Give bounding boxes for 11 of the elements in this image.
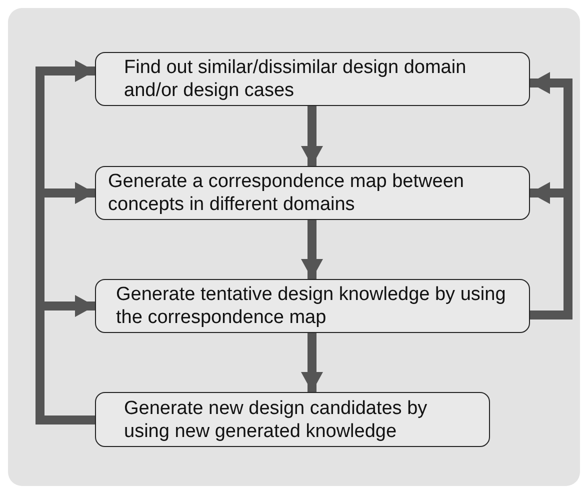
step-text: Generate new design candidates by using new generated knowledge bbox=[124, 396, 428, 442]
step-text: Generate a correspondence map between concepts in different domains bbox=[108, 170, 465, 216]
arrow bbox=[301, 106, 323, 166]
process-box bbox=[95, 52, 530, 106]
step-text: Generate tentative design knowledge by using the correspondence map bbox=[116, 283, 507, 329]
process-box bbox=[95, 166, 530, 220]
process-box bbox=[95, 279, 530, 333]
arrow bbox=[301, 220, 323, 279]
step-text: Find out similar/dissimilar design domain and/or design cases bbox=[124, 56, 468, 102]
process-box bbox=[95, 392, 490, 447]
arrow bbox=[301, 333, 323, 392]
